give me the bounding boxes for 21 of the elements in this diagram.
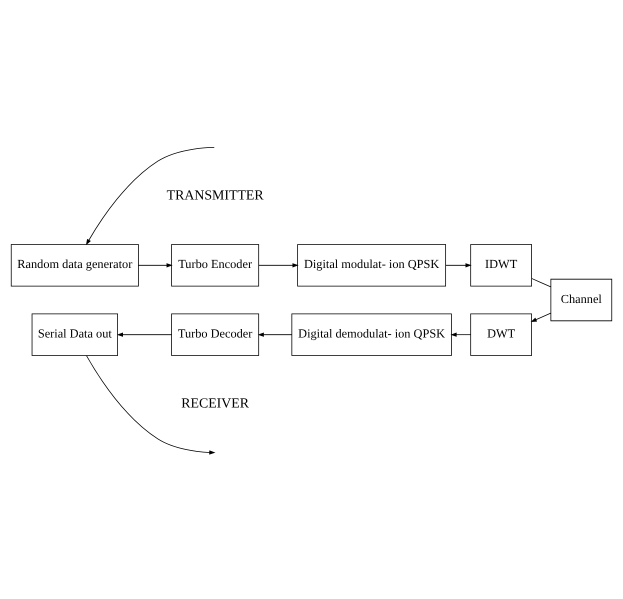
node-box: Serial Data out	[32, 313, 118, 356]
arrow	[445, 262, 472, 267]
arrow	[86, 146, 215, 245]
node-box: IDWT	[470, 244, 532, 286]
arrow	[258, 332, 292, 336]
node-box: Digital modulat- ion QPSK	[297, 244, 446, 286]
connector	[531, 278, 552, 287]
label: TRANSMITTER	[166, 188, 264, 203]
node-box: Channel	[550, 278, 612, 321]
node-box: Digital demodulat- ion QPSK	[291, 313, 452, 356]
node-box: Turbo Decoder	[171, 313, 260, 356]
node-box: DWT	[470, 313, 532, 356]
arrow	[530, 312, 552, 322]
node-box: Turbo Encoder	[171, 244, 260, 286]
arrow	[258, 262, 299, 267]
arrow	[86, 354, 216, 454]
arrow	[138, 262, 173, 267]
arrow	[450, 332, 471, 336]
node-box: Random data generator	[10, 244, 139, 286]
label: RECEIVER	[181, 396, 250, 411]
arrow	[116, 332, 172, 336]
